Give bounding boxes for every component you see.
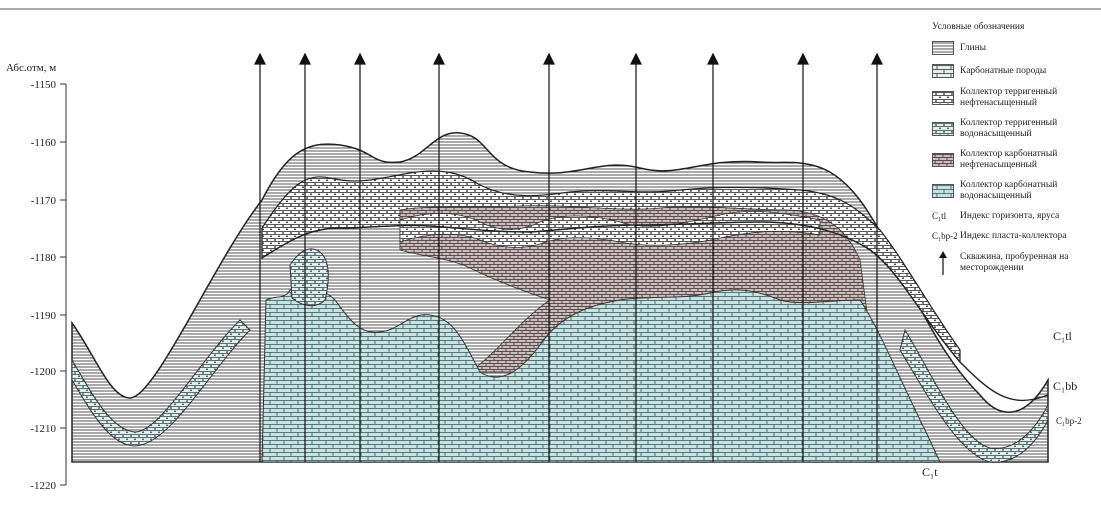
wells <box>254 52 883 462</box>
legend-item-well: Скважина, пробуренная на месторождении <box>932 251 1098 275</box>
legend-item-horizon-index: C₁tl Индекс горизонта, яруса <box>932 211 1098 222</box>
legend-item-clay: Глины <box>932 41 1098 55</box>
legend-item-label: Скважина, пробуренная на месторождении <box>960 252 1069 273</box>
legend-item-label: Глины <box>960 42 987 53</box>
legend-item-carbonate: Карбонатные породы <box>932 64 1098 78</box>
terrigenous-oil-lens <box>399 210 821 248</box>
y-axis-title: Абс.отм, м <box>6 62 56 74</box>
legend-item-reservoir-index: C₁bр-2 Индекс пласта-коллектора <box>932 231 1098 242</box>
legend-title: Условные обозначения <box>932 22 1025 32</box>
legend-item-label: Коллектор терригенный нефтенасыщенный <box>960 87 1058 108</box>
carbonate-oil-swatch-icon <box>932 153 954 167</box>
legend-item-label: Коллектор карбонатный нефтенасыщенный <box>960 149 1058 170</box>
carbonate-water-zone <box>261 287 941 463</box>
terrigenous-oil-swatch-icon <box>932 91 954 105</box>
clay-swatch-icon <box>932 41 954 55</box>
terrigenous-water-swatch-icon <box>932 122 954 136</box>
horizon-label-c1bp2: C₁bр-2 <box>1056 416 1082 426</box>
legend: Условные обозначения Глины Карбонатные п… <box>932 22 1098 284</box>
legend-item-label: Индекс пласта-коллектора <box>960 231 1067 241</box>
y-tick-label: -1180 <box>31 252 57 264</box>
horizon-index-symbol: C₁tl <box>932 211 947 221</box>
carbonate-water-swatch-icon <box>932 184 954 198</box>
y-tick-label: -1150 <box>31 79 57 91</box>
horizon-label-c1tl: C₁tl <box>1053 329 1073 343</box>
legend-item-carb-oil: Коллектор карбонатный нефтенасыщенный <box>932 149 1098 171</box>
legend-item-label: Коллектор карбонатный водонасыщенный <box>960 180 1058 201</box>
flank-strata-left <box>71 319 251 447</box>
flank-strata-right <box>899 328 1049 463</box>
y-tick-label: -1160 <box>31 137 57 149</box>
legend-item-label: Индекс горизонта, яруса <box>960 211 1060 221</box>
y-tick-label: -1210 <box>30 423 56 435</box>
y-tick-label: -1220 <box>30 480 56 492</box>
reservoir-index-symbol: C₁bр-2 <box>932 231 958 241</box>
y-tick-label: -1200 <box>30 366 56 378</box>
carbonate-swatch-icon <box>932 64 954 78</box>
y-ticks: -1150 -1160 -1170 -1180 -1190 -1200 -121… <box>30 79 66 492</box>
y-tick-label: -1190 <box>31 310 57 322</box>
legend-item-terr-water: Коллектор терригенный водонасыщенный <box>932 118 1098 140</box>
legend-item-label: Коллектор терригенный водонасыщенный <box>960 118 1058 139</box>
horizon-c1bb-line <box>261 221 1049 402</box>
legend-item-terr-oil: Коллектор терригенный нефтенасыщенный <box>932 87 1098 109</box>
well-arrow-icon <box>939 251 947 275</box>
terrigenous-water-pocket <box>289 248 329 307</box>
legend-item-carb-water: Коллектор карбонатный водонасыщенный <box>932 180 1098 202</box>
y-tick-label: -1170 <box>31 195 57 207</box>
horizon-label-c1bb: C₁bb <box>1053 379 1077 393</box>
horizon-label-c1t: C₁t <box>922 465 938 479</box>
legend-item-label: Карбонатные породы <box>960 65 1047 76</box>
